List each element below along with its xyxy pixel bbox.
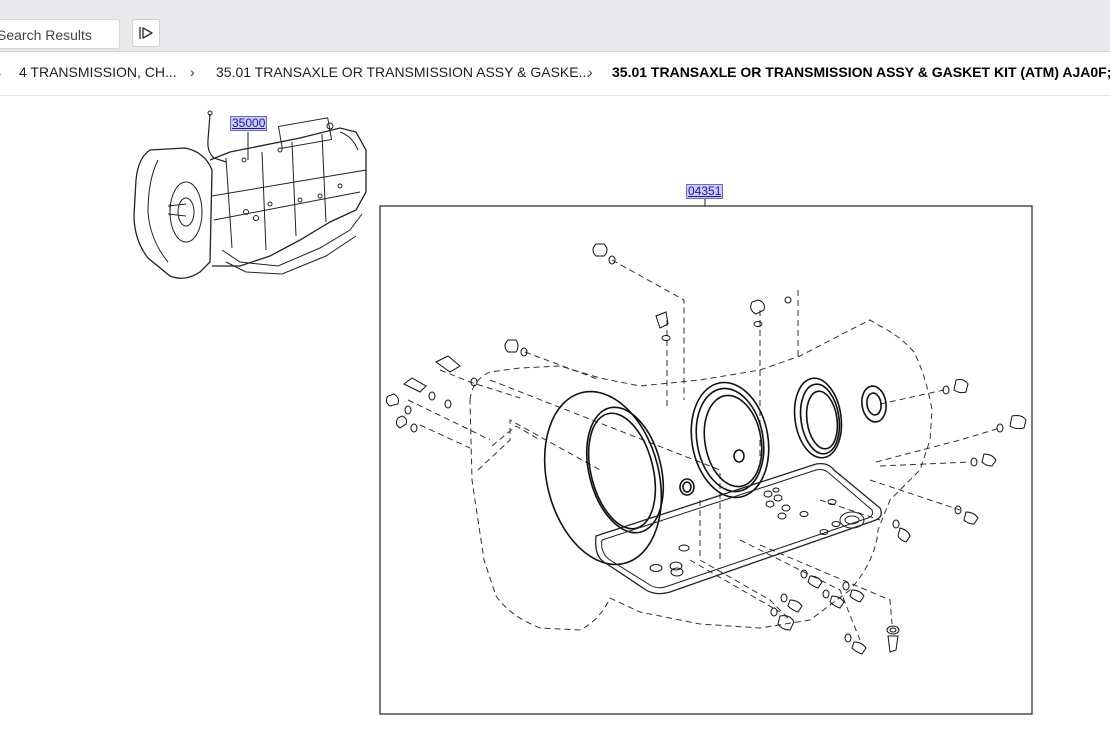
parts-diagram-illustration xyxy=(133,110,1033,715)
parts-diagram: 35000 04351 xyxy=(0,96,1110,738)
chevron-right-icon: › xyxy=(588,64,593,80)
search-input-text: Search Results xyxy=(0,27,92,43)
breadcrumb-item-transmission[interactable]: 4 TRANSMISSION, CH... xyxy=(19,64,177,80)
filter-icon xyxy=(139,27,153,39)
callout-35000[interactable]: 35000 xyxy=(230,116,268,131)
top-toolbar: Search Results xyxy=(0,0,1110,52)
callout-04351[interactable]: 04351 xyxy=(686,184,724,199)
breadcrumb-item-current: 35.01 TRANSAXLE OR TRANSMISSION ASSY & G… xyxy=(612,64,1110,80)
breadcrumb: 4 TRANSMISSION, CH... › 35.01 TRANSAXLE … xyxy=(0,52,1110,96)
breadcrumb-edge xyxy=(0,74,1,75)
search-input[interactable]: Search Results xyxy=(0,19,120,49)
chevron-right-icon: › xyxy=(190,64,195,80)
transmission-assembly-illustration xyxy=(133,110,367,279)
filter-button[interactable] xyxy=(132,19,160,47)
breadcrumb-item-transaxle-assy[interactable]: 35.01 TRANSAXLE OR TRANSMISSION ASSY & G… xyxy=(216,64,591,80)
